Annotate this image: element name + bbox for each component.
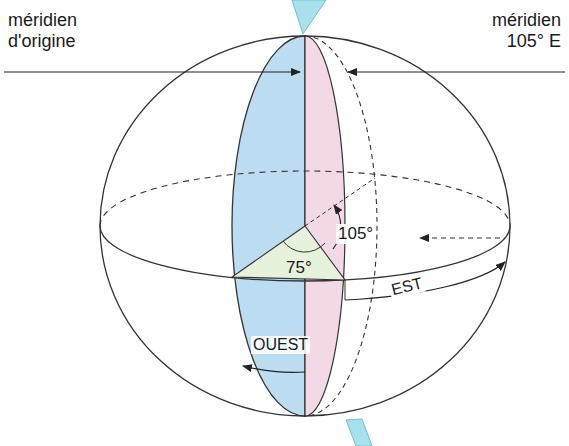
angle-label: 75° (286, 258, 326, 278)
meridian-label: méridien d'origine (8, 10, 118, 51)
angle-label: 105° (336, 224, 375, 244)
meridian-label: méridien 105° E (455, 10, 561, 51)
direction-label: OUEST (251, 336, 310, 354)
